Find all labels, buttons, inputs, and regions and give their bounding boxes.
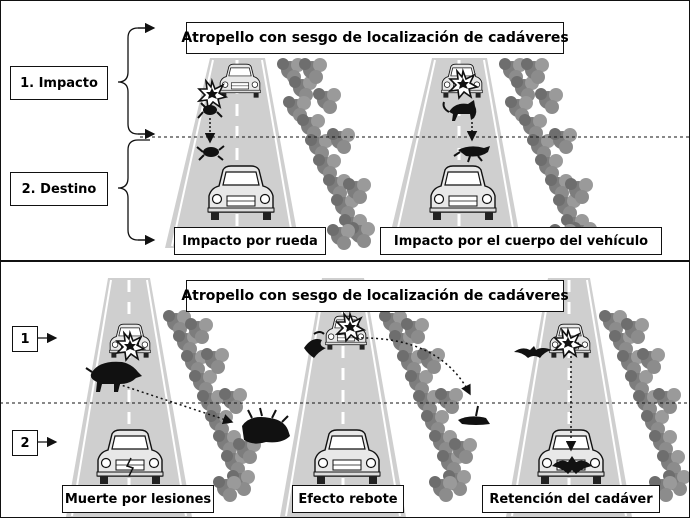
boar-dead-icon (242, 407, 290, 444)
bat-icon (514, 346, 552, 358)
frog-dead-icon (196, 145, 225, 161)
bird-dead-icon (458, 405, 490, 425)
stage-number-2: 2 (12, 430, 38, 456)
stage-bracket-impact (117, 27, 150, 135)
scene-caption: Impacto por el cuerpo del vehículo (380, 227, 662, 255)
top-title: Atropello con sesgo de localización de c… (181, 22, 569, 54)
cat-dead-icon (453, 146, 490, 163)
scene-caption: Muerte por lesiones (62, 485, 214, 513)
frog-icon (197, 102, 223, 119)
boar-icon (85, 361, 142, 392)
stage-label-destino: 2. Destino (10, 172, 108, 206)
bat-dead-icon (552, 456, 592, 474)
stage-number-1: 1 (12, 326, 38, 352)
scene-caption: Efecto rebote (292, 485, 404, 513)
stage-bracket-destino (117, 139, 150, 241)
bottom-title: Atropello con sesgo de localización de c… (181, 280, 569, 312)
scene-caption: Retención del cadáver (482, 485, 660, 513)
trajectory-arrow (355, 337, 471, 396)
crack-mark (125, 457, 135, 477)
scene-caption: Impacto por rueda (174, 227, 326, 255)
stage-label-impacto: 1. Impacto (10, 66, 108, 100)
cat-icon (442, 100, 477, 121)
bird-icon (304, 331, 326, 358)
